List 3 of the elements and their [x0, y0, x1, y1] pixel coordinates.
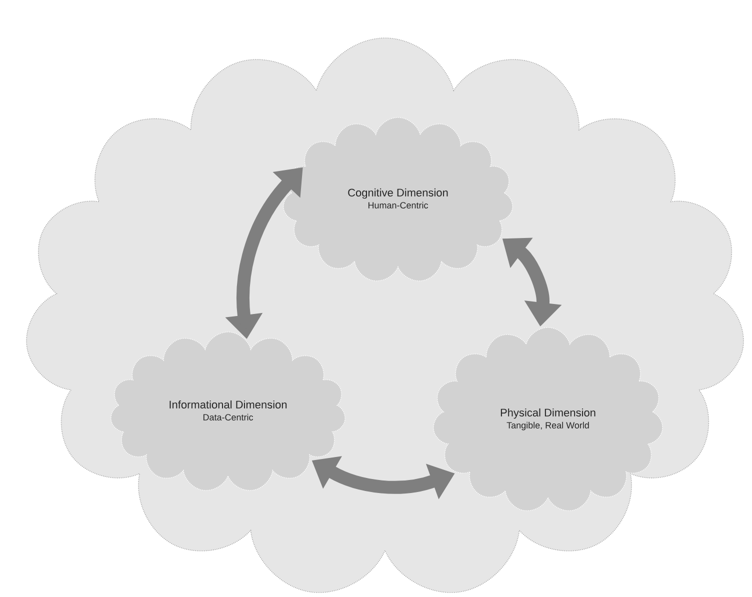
- dimension-cloud: Cognitive Dimension Human-Centric: [283, 117, 513, 282]
- dimension-cloud: Physical Dimension Tangible, Real World: [433, 327, 663, 512]
- dimension-cloud: Informational Dimension Data-Centric: [110, 332, 346, 491]
